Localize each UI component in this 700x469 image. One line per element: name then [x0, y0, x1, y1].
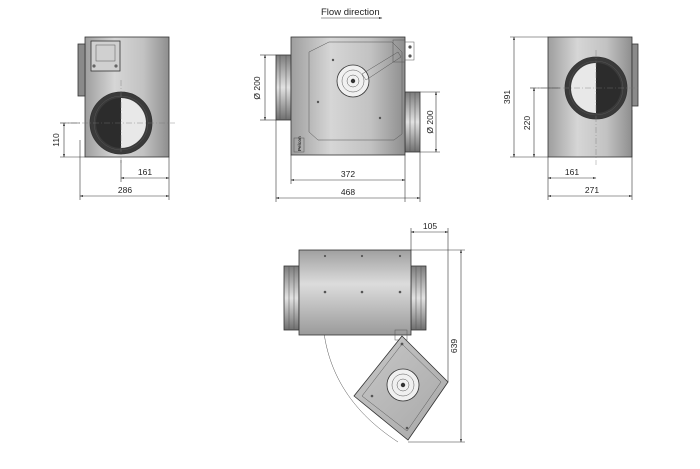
top-motor-center — [400, 382, 406, 388]
top-screw-icon — [360, 254, 364, 258]
flow-direction-label: Flow direction — [321, 7, 380, 18]
top-view: 105 639 — [283, 221, 465, 443]
top-screw-icon — [370, 394, 374, 398]
top-motor-hub — [396, 378, 410, 392]
front-hinge-tab — [404, 41, 415, 61]
top-screw-icon — [323, 254, 327, 258]
front-motor-center — [350, 78, 356, 84]
top-screw-icon — [400, 342, 404, 346]
right-side-view: 391 220 161 271 — [502, 36, 640, 200]
dim-left-total-width: 286 — [118, 185, 132, 195]
top-motor-ring — [391, 373, 415, 397]
left-terminal-box-inner — [95, 44, 116, 62]
left-mount-bracket — [77, 43, 86, 97]
front-motor-hub — [346, 74, 360, 88]
brand-plate — [293, 137, 305, 153]
right-mount-bracket — [631, 43, 639, 107]
front-bracket-arm — [361, 51, 402, 81]
left-screw-icon — [114, 64, 118, 68]
top-screw-icon — [323, 290, 327, 294]
front-screw-icon — [331, 58, 335, 62]
dim-total-width: 468 — [341, 187, 355, 197]
front-screw-icon — [378, 116, 382, 120]
left-screw-icon — [92, 64, 96, 68]
dim-top-total-length: 639 — [449, 339, 459, 353]
dim-left-height: 110 — [51, 133, 61, 147]
top-fan-plate-inner — [361, 343, 442, 432]
dim-left-inner-width: 161 — [138, 167, 152, 177]
dim-right-total-height: 391 — [502, 90, 512, 104]
left-damper-half — [121, 98, 146, 148]
top-outlet-collar — [410, 265, 427, 331]
front-screw-icon — [408, 54, 412, 58]
front-inlet-collar — [275, 54, 292, 121]
dim-outlet-diameter: Ø 200 — [425, 110, 435, 133]
front-outlet-collar — [404, 91, 421, 153]
front-screw-icon — [316, 100, 320, 104]
dim-inlet-diameter: Ø 200 — [252, 76, 262, 99]
right-damper-half — [571, 63, 596, 113]
left-side-view: 110 161 286 — [51, 36, 175, 200]
top-screw-icon — [398, 254, 402, 258]
front-view: Flow direction Pelcon Ø 200 — [252, 7, 440, 202]
front-motor-ring — [341, 69, 365, 93]
front-screw-icon — [408, 45, 412, 49]
dim-right-inner-width: 161 — [565, 167, 579, 177]
top-screw-icon — [360, 290, 364, 294]
dim-top-offset: 105 — [423, 221, 437, 231]
front-fan-plate — [308, 41, 403, 141]
door-swing-arc — [323, 332, 399, 443]
top-body — [298, 249, 412, 336]
dim-right-total-width: 271 — [585, 185, 599, 195]
top-screw-icon — [398, 290, 402, 294]
top-screw-icon — [405, 426, 409, 430]
top-inlet-collar — [283, 265, 300, 331]
brand-label: Pelcon — [297, 136, 302, 151]
dim-right-center-height: 220 — [522, 116, 532, 130]
dim-body-width: 372 — [341, 169, 355, 179]
